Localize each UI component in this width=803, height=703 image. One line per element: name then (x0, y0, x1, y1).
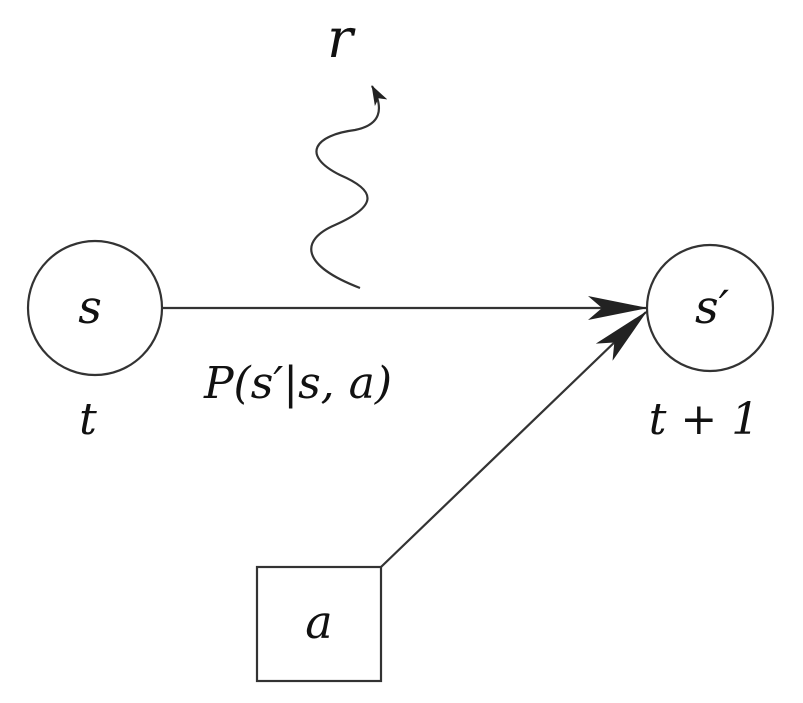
action-node (255, 565, 383, 683)
reward-wavy-arrow (310, 85, 388, 290)
reward-label: r (327, 7, 356, 70)
transition-label: P(s′|s, a) (203, 358, 392, 409)
next-state-label: s′ (695, 280, 730, 334)
state-label: s (78, 280, 102, 334)
time-label: t (79, 394, 97, 445)
action-arrow (380, 310, 648, 568)
next-time-label: t + 1 (649, 394, 760, 445)
action-label: a (305, 595, 332, 649)
